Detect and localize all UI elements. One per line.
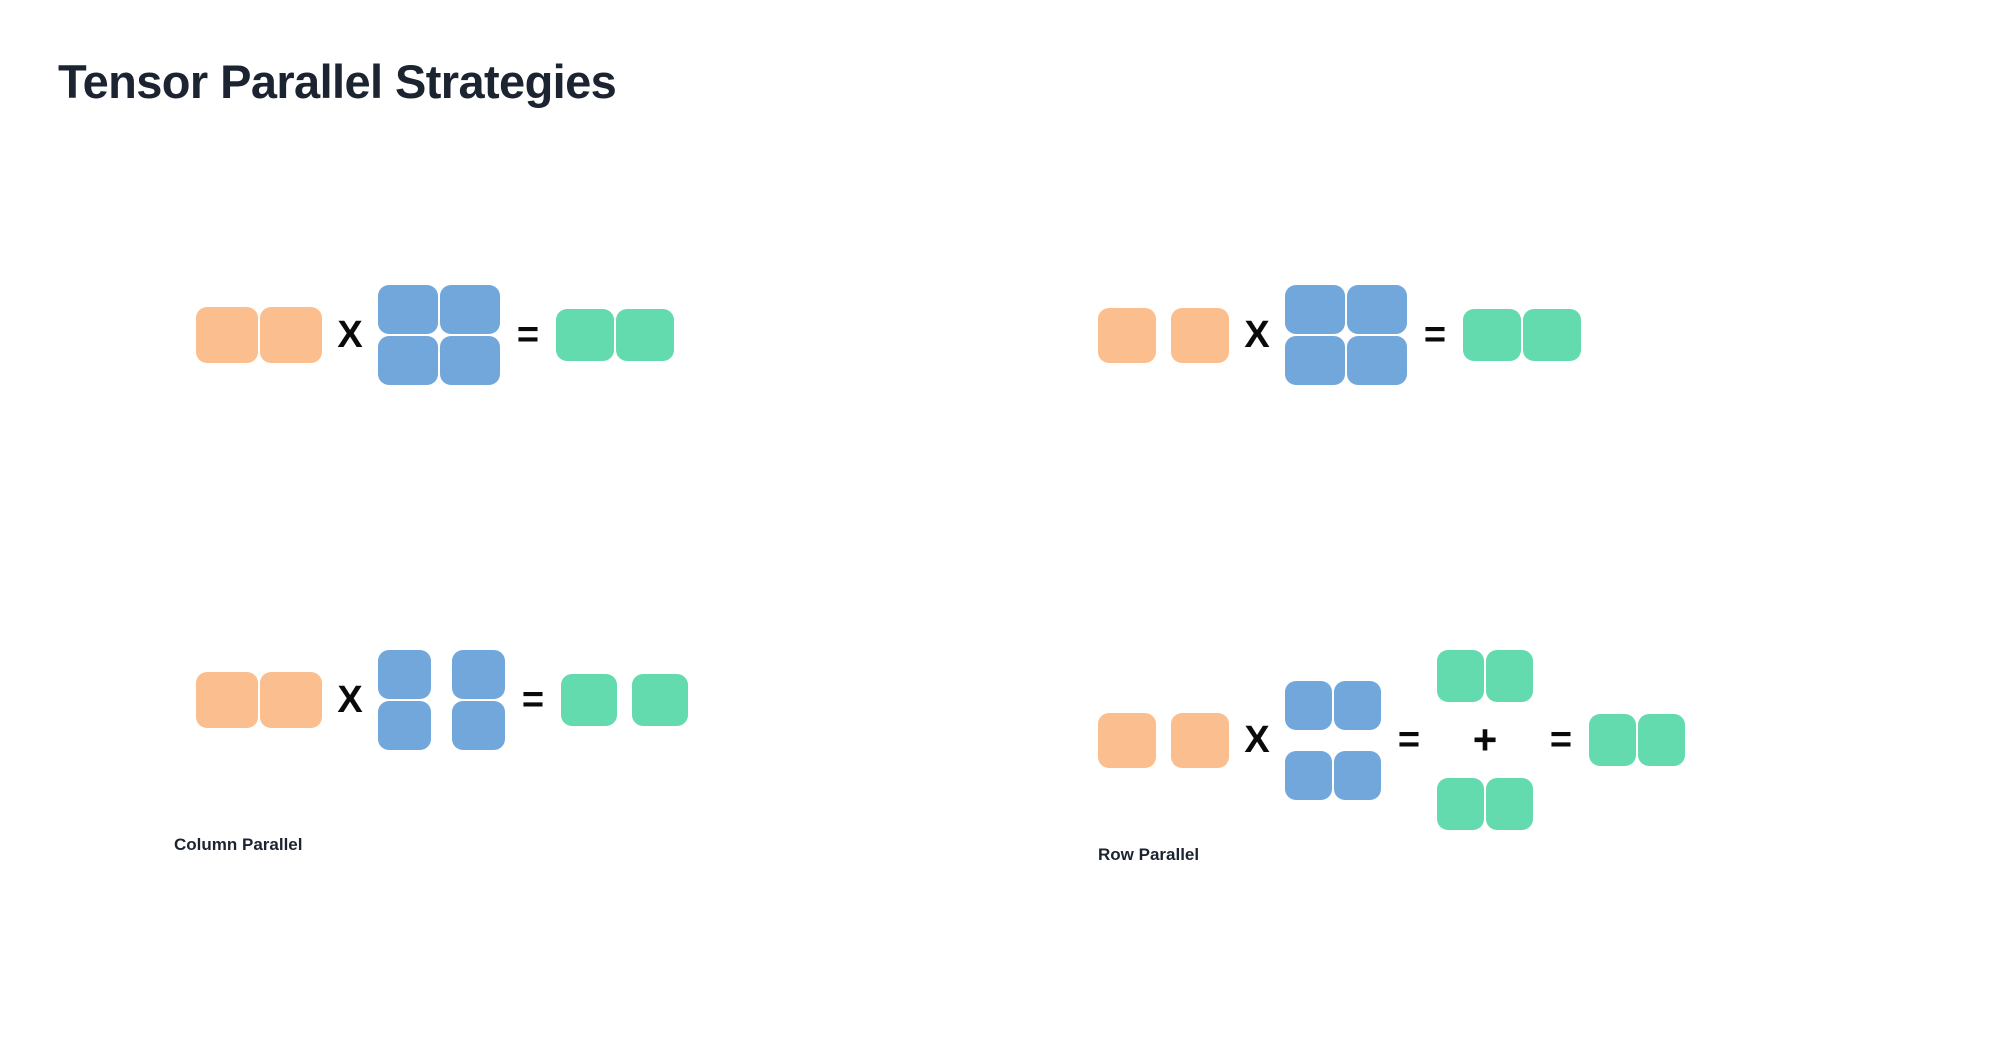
diagram-column-parallel-sharded: X = (196, 650, 688, 750)
matrix-cell-green (616, 309, 674, 361)
equals-operator: = (1549, 719, 1573, 761)
matrix-cell-orange (260, 672, 322, 728)
matrix-cell-blue (1285, 336, 1345, 385)
matrix-cell-blue (440, 285, 500, 334)
matrix-cell-orange (1171, 712, 1229, 768)
equals-operator: = (521, 679, 545, 721)
multiply-operator: X (1244, 719, 1270, 761)
multiply-operator: X (1244, 314, 1270, 356)
equation-row: X = (1098, 285, 1581, 385)
matrix-cell-blue (452, 701, 505, 750)
page-title: Tensor Parallel Strategies (58, 55, 617, 108)
weight-matrix-blue (378, 285, 500, 385)
matrix-cell-orange (1098, 307, 1156, 363)
input-matrix-orange (196, 672, 322, 728)
input-matrix-orange (1098, 307, 1229, 363)
input-matrix-orange (196, 307, 322, 363)
matrix-cell-orange (196, 307, 258, 363)
matrix-cell-blue (1334, 750, 1381, 800)
diagram-row-parallel-sharded: X = + = (1098, 650, 1685, 830)
equals-operator: = (1397, 719, 1421, 761)
output-matrix-green (1463, 309, 1581, 361)
input-matrix-orange (1098, 712, 1229, 768)
matrix-row (378, 285, 500, 334)
diagram-column-parallel-unsharded: X = (196, 285, 674, 385)
matrix-cell-blue (452, 650, 505, 699)
output-matrix-green-column-sharded (561, 674, 688, 726)
matrix-cell-green (1486, 650, 1533, 702)
matrix-cell-blue (1334, 680, 1381, 730)
matrix-cell-green (1437, 650, 1484, 702)
matrix-cell-blue (378, 336, 438, 385)
weight-shard-column (452, 650, 505, 750)
weight-matrix-blue-column-sharded (378, 650, 505, 750)
matrix-cell-green (1589, 714, 1636, 766)
matrix-cell-orange (1171, 307, 1229, 363)
partial-sum-matrix-green (1437, 778, 1533, 830)
matrix-row (378, 336, 500, 385)
matrix-cell-blue (1285, 680, 1332, 730)
matrix-cell-blue (1285, 750, 1332, 800)
matrix-cell-green (1437, 778, 1484, 830)
output-matrix-green (1589, 714, 1685, 766)
matrix-cell-orange (1098, 712, 1156, 768)
diagram-row-parallel-unsharded: X = (1098, 285, 1581, 385)
matrix-cell-green (632, 674, 688, 726)
matrix-cell-green (1638, 714, 1685, 766)
equals-operator: = (1423, 314, 1447, 356)
weight-shard-column (378, 650, 431, 750)
matrix-cell-blue (378, 701, 431, 750)
multiply-operator: X (337, 679, 363, 721)
equation-row: X = (196, 650, 688, 750)
weight-matrix-blue-row-sharded (1285, 680, 1381, 800)
partial-sum-matrix-green (1437, 650, 1533, 702)
label-column-parallel: Column Parallel (174, 835, 303, 854)
matrix-cell-green (561, 674, 617, 726)
equation-row: X = + = (1098, 650, 1685, 830)
weight-shard-row (1285, 680, 1381, 730)
matrix-cell-green (1463, 309, 1521, 361)
equals-operator: = (516, 314, 540, 356)
matrix-cell-blue (1285, 285, 1345, 334)
weight-shard-row (1285, 750, 1381, 800)
output-matrix-green (556, 309, 674, 361)
matrix-cell-blue (378, 285, 438, 334)
matrix-cell-blue (1347, 285, 1407, 334)
plus-operator: + (1472, 716, 1498, 763)
matrix-cell-green (1486, 778, 1533, 830)
equation-row: X = (196, 285, 674, 385)
matrix-cell-blue (378, 650, 431, 699)
matrix-cell-blue (440, 336, 500, 385)
matrix-cell-orange (196, 672, 258, 728)
multiply-operator: X (337, 314, 363, 356)
matrix-cell-green (1523, 309, 1581, 361)
partial-sum-group: + (1437, 650, 1533, 830)
matrix-row (1285, 285, 1407, 334)
weight-matrix-blue (1285, 285, 1407, 385)
label-row-parallel: Row Parallel (1098, 845, 1200, 864)
matrix-row (1285, 336, 1407, 385)
matrix-cell-green (556, 309, 614, 361)
matrix-cell-blue (1347, 336, 1407, 385)
matrix-cell-orange (260, 307, 322, 363)
